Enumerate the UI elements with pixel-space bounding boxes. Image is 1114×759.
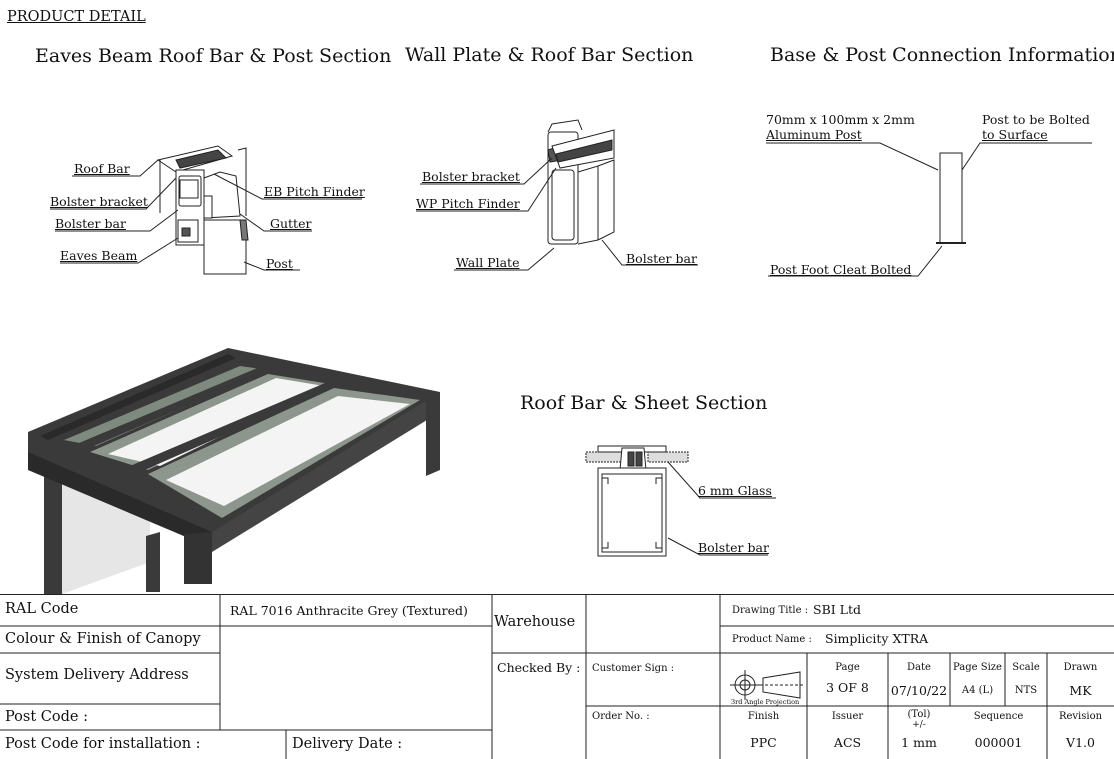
issuer-value: ACS (833, 735, 862, 750)
label-glass: 6 mm Glass (698, 483, 772, 498)
label-wp-bolster-bar: Bolster bar (626, 251, 697, 266)
page-size-value: A4 (L) (961, 685, 994, 696)
drawing-title-label: Drawing Title : (732, 605, 809, 616)
wall-plate-section-heading: Wall Plate & Roof Bar Section (405, 44, 694, 66)
checked-by-label: Checked By : (497, 660, 581, 675)
date-label: Date (907, 662, 931, 673)
colour-finish-label: Colour & Finish of Canopy (5, 631, 201, 647)
label-gutter: Gutter (270, 216, 312, 231)
ral-code-label: RAL Code (5, 601, 79, 617)
projection-symbol (730, 670, 804, 700)
order-no-label: Order No. : (592, 711, 650, 722)
customer-sign-label: Customer Sign : (592, 663, 675, 674)
label-bolster-bar: Bolster bar (55, 216, 126, 231)
label-wp-pitch-finder: WP Pitch Finder (416, 196, 520, 211)
title-block: RAL Code RAL 7016 Anthracite Grey (Textu… (0, 594, 1114, 759)
label-wp-bolster-bracket: Bolster bracket (422, 169, 520, 184)
page-label: Page (835, 662, 860, 673)
drawn-label: Drawn (1063, 662, 1098, 673)
issuer-label: Issuer (831, 711, 864, 722)
label-bolted-line2: to Surface (982, 127, 1048, 142)
finish-value: PPC (750, 735, 777, 750)
product-name-label: Product Name : (732, 634, 812, 645)
page-size-label: Page Size (953, 662, 1002, 673)
drawn-value: MK (1069, 683, 1092, 698)
delivery-date-label: Delivery Date : (292, 736, 403, 752)
scale-label: Scale (1012, 662, 1040, 673)
label-eaves-beam: Eaves Beam (60, 248, 138, 263)
base-post-section-heading: Base & Post Connection Information (770, 44, 1114, 66)
projection-label: 3rd Angle Projection (731, 698, 800, 706)
drawing-title-value: SBI Ltd (813, 602, 861, 617)
tol-pm: +/- (912, 720, 926, 730)
revision-label: Revision (1058, 711, 1103, 722)
revision-value: V1.0 (1066, 735, 1095, 750)
label-post: Post (266, 256, 293, 271)
label-foot-cleat: Post Foot Cleat Bolted (770, 262, 912, 277)
label-roof-bar: Roof Bar (74, 161, 130, 176)
label-wall-plate: Wall Plate (456, 255, 520, 270)
page-title: PRODUCT DETAIL (7, 9, 146, 25)
delivery-address-label: System Delivery Address (5, 667, 189, 683)
label-eb-pitch-finder: EB Pitch Finder (264, 184, 365, 199)
label-post-spec-line2: Aluminum Post (766, 127, 862, 142)
post-code-install-label: Post Code for installation : (5, 736, 201, 752)
tol-label: (Tol) (907, 709, 931, 720)
tol-value: 1 mm (901, 735, 937, 750)
roof-sheet-section-heading: Roof Bar & Sheet Section (520, 392, 768, 414)
warehouse-label: Warehouse (494, 614, 576, 630)
scale-value: NTS (1014, 685, 1038, 696)
product-name-value: Simplicity XTRA (825, 631, 929, 646)
ral-code-value: RAL 7016 Anthracite Grey (Textured) (230, 603, 468, 618)
sequence-value: 000001 (974, 735, 1023, 750)
label-bolted-line1: Post to be Bolted (982, 112, 1090, 127)
label-bolster-bracket: Bolster bracket (50, 194, 148, 209)
page-value: 3 OF 8 (826, 680, 869, 695)
date-value: 07/10/22 (890, 683, 948, 698)
post-code-label: Post Code : (5, 709, 88, 725)
label-post-spec-line1: 70mm x 100mm x 2mm (766, 112, 915, 127)
finish-label: Finish (747, 711, 780, 722)
label-sheet-bolster-bar: Bolster bar (698, 540, 769, 555)
eaves-section-heading: Eaves Beam Roof Bar & Post Section (35, 45, 392, 67)
sequence-label: Sequence (973, 711, 1024, 722)
